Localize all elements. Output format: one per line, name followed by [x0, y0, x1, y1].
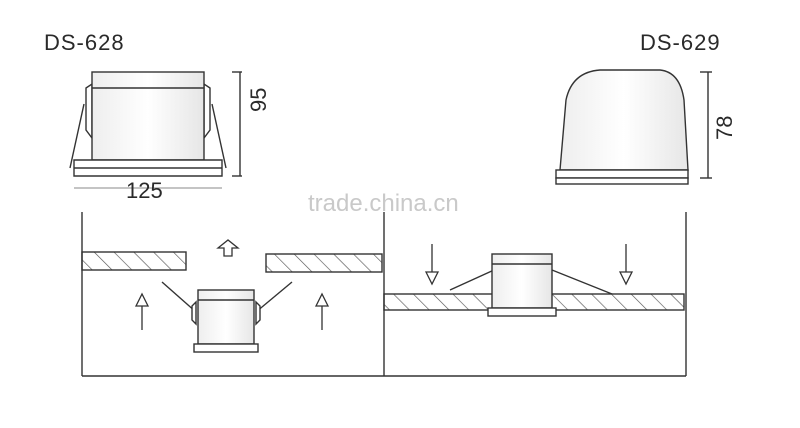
ds629-product-drawing — [555, 69, 712, 185]
ds629-model-label: DS-629 — [640, 30, 721, 55]
ds628-insert-fixture — [161, 281, 293, 353]
installation-frame — [81, 212, 687, 377]
ds628-height-dimension: 95 — [246, 87, 271, 112]
ds629-height-dimension: 78 — [712, 115, 737, 140]
ds629-down-arrows — [424, 244, 634, 286]
ds628-up-arrows — [134, 239, 330, 330]
ds628-model-label: DS-628 — [44, 30, 125, 55]
ds628-width-dimension: 125 — [126, 178, 163, 203]
ds629-installed-fixture — [449, 253, 613, 317]
ds628-product-drawing — [69, 71, 242, 189]
ds628-ceiling-panels — [81, 251, 383, 273]
watermark-text: trade.china.cn — [308, 190, 459, 217]
